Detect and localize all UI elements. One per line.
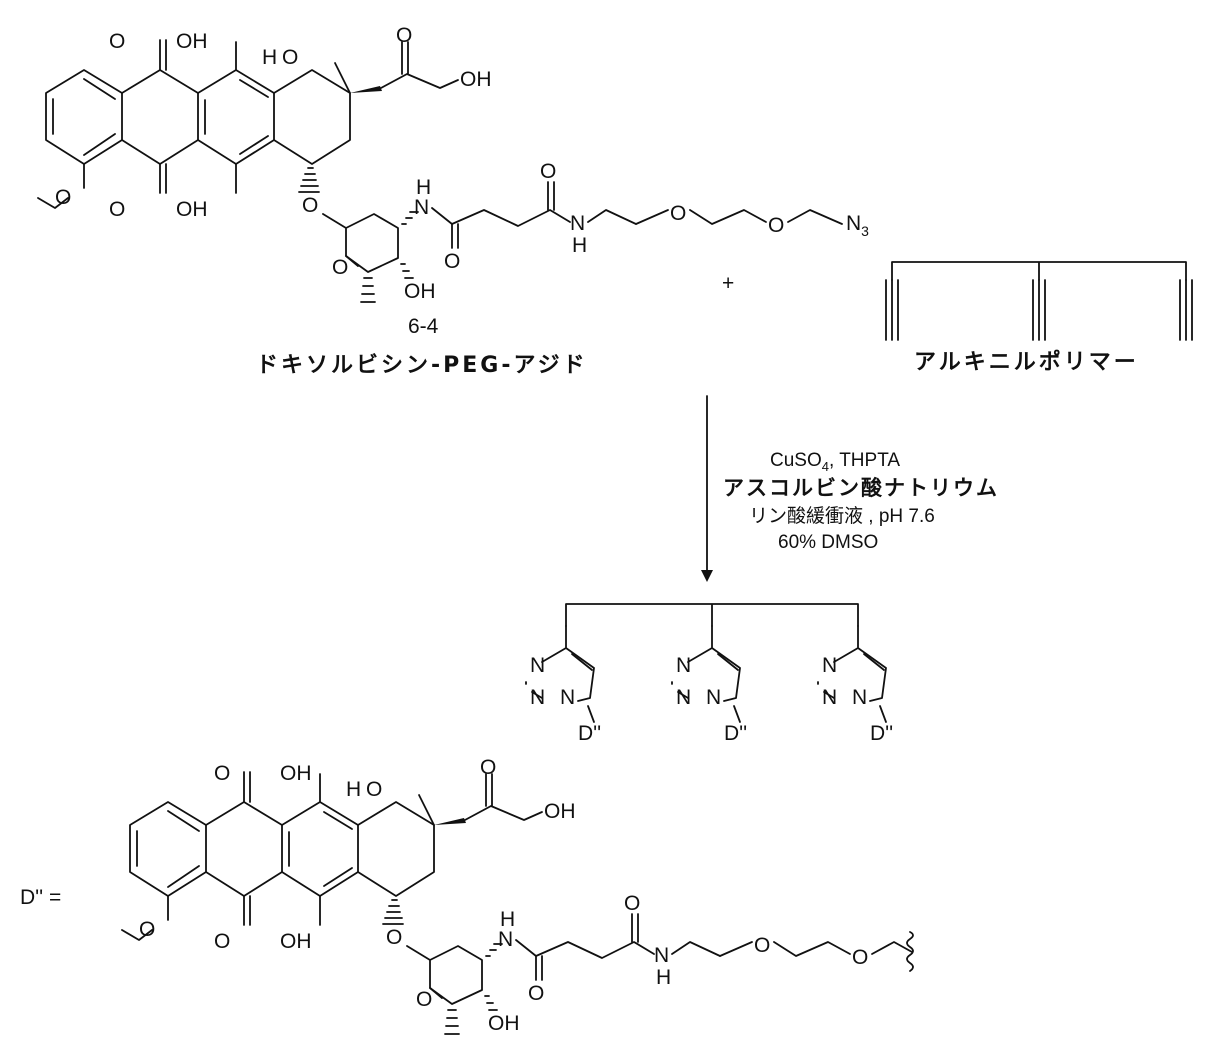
triazole-2-n3: N: [706, 686, 721, 709]
alkynyl-polymer: アルキニルポリマー: [886, 262, 1192, 375]
atom-amide-n: N: [414, 196, 429, 219]
atom-ring-o: O: [332, 256, 348, 279]
def-atom-sugar-hydroxyl: OH: [488, 1012, 520, 1035]
azide-group: N3: [846, 212, 869, 239]
triazole-2-substituent: D'': [724, 722, 747, 745]
def-atom-hydroxyl-tertiary-o: O: [366, 778, 382, 801]
atom-hydroxyl-top: OH: [176, 30, 208, 53]
polymer-name: アルキニルポリマー: [914, 349, 1139, 375]
triazole-3-n1: N: [822, 654, 837, 677]
atom-methoxy-o: O: [55, 186, 71, 209]
atom-ketone-o: O: [396, 24, 412, 47]
def-atom-ring-o: O: [416, 988, 432, 1011]
def-atom-amide-h-2: H: [656, 966, 671, 989]
atom-amide-o-2: O: [540, 160, 556, 183]
atom-amide-n-2: N: [570, 212, 585, 235]
def-atom-hydroxyl-tertiary: H: [346, 778, 361, 801]
atom-glycosidic-o: O: [302, 194, 318, 217]
atom-hydroxyl-tertiary-o: O: [282, 46, 298, 69]
atom-amide-o-1: O: [444, 250, 460, 273]
atom-sugar-hydroxyl: OH: [404, 280, 436, 303]
product-triazole-polymer: N N N D'' N N N D'' N N N D'': [526, 604, 893, 745]
atom-peg-o-2: O: [768, 214, 784, 237]
atom-hydroxyl-tertiary: H: [262, 46, 277, 69]
def-atom-amide-n-2: N: [654, 944, 669, 967]
triazole-1-n3: N: [560, 686, 575, 709]
condition-buffer: リン酸緩衝液 , pH 7.6: [749, 505, 935, 527]
reaction-conditions: CuSO4, THPTA アスコルビン酸ナトリウム リン酸緩衝液 , pH 7.…: [723, 450, 999, 553]
def-atom-methoxy-o: O: [139, 918, 155, 941]
def-atom-peg-o-1: O: [754, 934, 770, 957]
def-atom-oxo-top: O: [214, 762, 230, 785]
definition-label: D'' =: [20, 886, 61, 909]
atom-hydroxymethyl: OH: [460, 68, 492, 91]
plus-sign: +: [722, 272, 734, 295]
condition-reductant: アスコルビン酸ナトリウム: [723, 476, 999, 500]
triazole-1-n2: N: [530, 686, 545, 709]
condition-catalyst: CuSO4, THPTA: [770, 450, 900, 474]
def-atom-amide-o-1: O: [528, 982, 544, 1005]
atom-peg-o-1: O: [670, 202, 686, 225]
triazole-1-substituent: D'': [578, 722, 601, 745]
triazole-2-n1: N: [676, 654, 691, 677]
definition-doxorubicin-fragment: O OH H O O OH O OH O O O OH H N O O N H …: [122, 756, 913, 1035]
triazole-3-n2: N: [822, 686, 837, 709]
atom-amide-h-2: H: [572, 234, 587, 257]
triazole-3-n3: N: [852, 686, 867, 709]
atom-oxo-top: O: [109, 30, 125, 53]
reactant-doxorubicin-peg-azide: O OH H O O OH O OH O O O OH H N O O N H …: [38, 24, 869, 303]
atom-hydroxyl-bottom: OH: [176, 198, 208, 221]
def-atom-glycosidic-o: O: [386, 926, 402, 949]
triazole-2-n2: N: [676, 686, 691, 709]
def-atom-amide-n: N: [498, 928, 513, 951]
reaction-arrow: [701, 396, 713, 582]
triazole-3-substituent: D'': [870, 722, 893, 745]
def-atom-hydroxyl-top: OH: [280, 762, 312, 785]
def-atom-hydroxyl-bottom: OH: [280, 930, 312, 953]
def-atom-oxo-bottom: O: [214, 930, 230, 953]
compound-number: 6-4: [408, 315, 439, 338]
def-atom-amide-o-2: O: [624, 892, 640, 915]
def-atom-peg-o-2: O: [852, 946, 868, 969]
def-atom-hydroxymethyl: OH: [544, 800, 576, 823]
condition-solvent: 60% DMSO: [778, 532, 878, 553]
compound-name: ドキソルビシン-PEG-アジド: [256, 353, 588, 378]
triazole-1-n1: N: [530, 654, 545, 677]
def-atom-ketone-o: O: [480, 756, 496, 779]
atom-oxo-bottom: O: [109, 198, 125, 221]
